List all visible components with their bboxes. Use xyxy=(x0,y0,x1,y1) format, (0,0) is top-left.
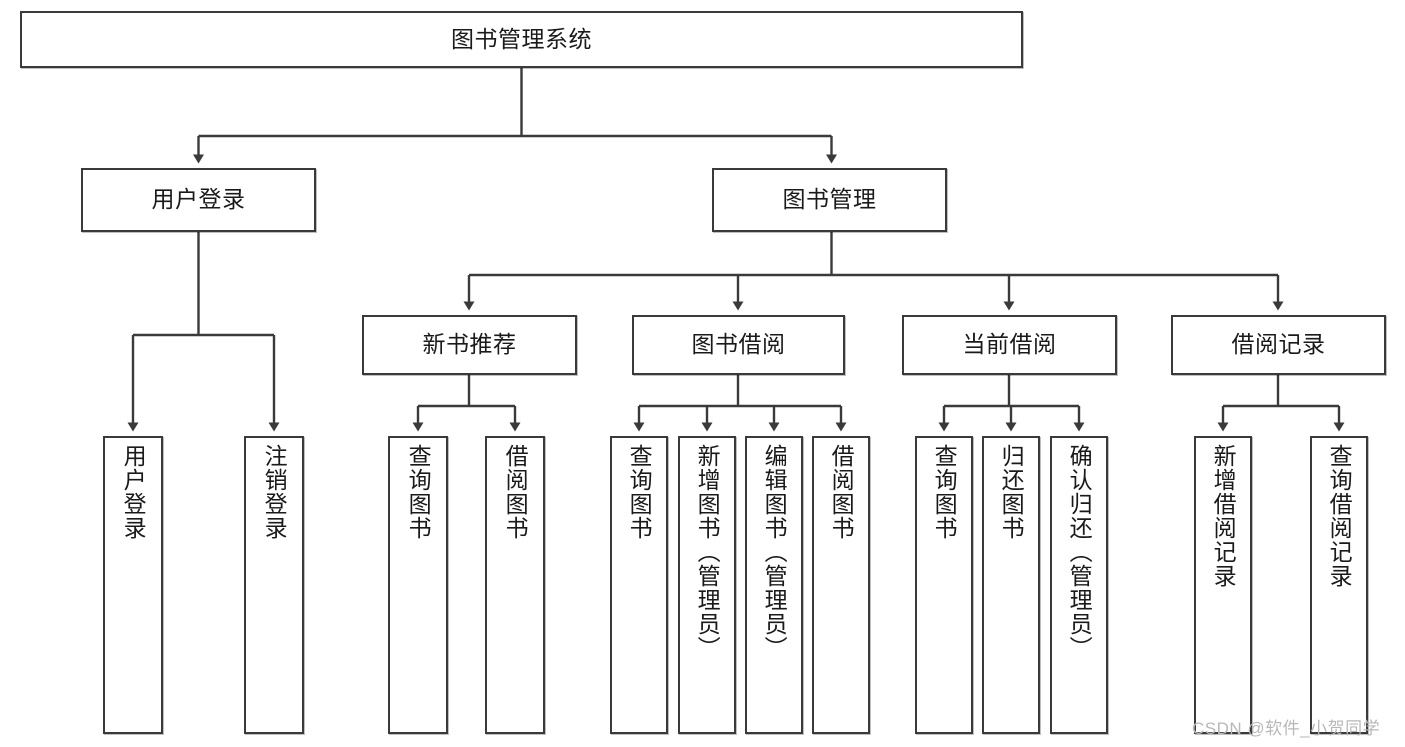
leaf-borrow-book[interactable]: 借阅图书 xyxy=(812,436,870,734)
leaf-edit-book-admin-label: 编辑图书（管理员） xyxy=(761,444,788,660)
leaf-add-borrow-record-label: 新增借阅记录 xyxy=(1210,444,1237,588)
leaf-query-books-new[interactable]: 查询图书 xyxy=(388,436,448,734)
leaf-logout[interactable]: 注销登录 xyxy=(244,436,304,734)
leaf-borrow-books-new-label: 借阅图书 xyxy=(502,444,529,540)
node-new-book-recommend-label: 新书推荐 xyxy=(422,331,517,358)
leaf-user-login[interactable]: 用户登录 xyxy=(103,436,163,734)
node-book-management[interactable]: 图书管理 xyxy=(712,168,947,232)
csdn-watermark: CSDN @软件_小贺同学 xyxy=(1192,719,1381,738)
node-root-label: 图书管理系统 xyxy=(451,25,592,52)
leaf-confirm-return-admin-label: 确认归还（管理员） xyxy=(1066,444,1093,660)
node-book-borrow-label: 图书借阅 xyxy=(691,331,786,358)
leaf-query-books-current[interactable]: 查询图书 xyxy=(915,436,973,734)
leaf-borrow-book-label: 借阅图书 xyxy=(828,444,855,540)
node-book-management-label: 图书管理 xyxy=(782,186,877,213)
leaf-user-login-label: 用户登录 xyxy=(120,444,147,540)
node-borrow-records-label: 借阅记录 xyxy=(1231,331,1326,358)
leaf-query-borrow-record[interactable]: 查询借阅记录 xyxy=(1310,436,1368,734)
leaf-add-book-admin[interactable]: 新增图书（管理员） xyxy=(678,436,736,734)
leaf-edit-book-admin[interactable]: 编辑图书（管理员） xyxy=(745,436,803,734)
node-borrow-records[interactable]: 借阅记录 xyxy=(1171,315,1386,375)
leaf-confirm-return-admin[interactable]: 确认归还（管理员） xyxy=(1050,436,1108,734)
node-current-borrow-label: 当前借阅 xyxy=(962,331,1057,358)
node-book-borrow[interactable]: 图书借阅 xyxy=(632,315,845,375)
leaf-return-book-label: 归还图书 xyxy=(998,444,1025,540)
leaf-query-books-new-label: 查询图书 xyxy=(405,444,432,540)
node-user-login[interactable]: 用户登录 xyxy=(81,168,316,232)
node-current-borrow[interactable]: 当前借阅 xyxy=(902,315,1117,375)
leaf-query-books-borrow-label: 查询图书 xyxy=(626,444,653,540)
node-root[interactable]: 图书管理系统 xyxy=(20,11,1023,68)
leaf-borrow-books-new[interactable]: 借阅图书 xyxy=(485,436,545,734)
leaf-add-book-admin-label: 新增图书（管理员） xyxy=(694,444,721,660)
leaf-add-borrow-record[interactable]: 新增借阅记录 xyxy=(1194,436,1252,734)
leaf-query-books-borrow[interactable]: 查询图书 xyxy=(610,436,668,734)
leaf-logout-label: 注销登录 xyxy=(261,444,288,540)
leaf-return-book[interactable]: 归还图书 xyxy=(982,436,1040,734)
leaf-query-books-current-label: 查询图书 xyxy=(931,444,958,540)
leaf-query-borrow-record-label: 查询借阅记录 xyxy=(1326,444,1353,588)
node-new-book-recommend[interactable]: 新书推荐 xyxy=(362,315,577,375)
node-user-login-label: 用户登录 xyxy=(151,186,246,213)
